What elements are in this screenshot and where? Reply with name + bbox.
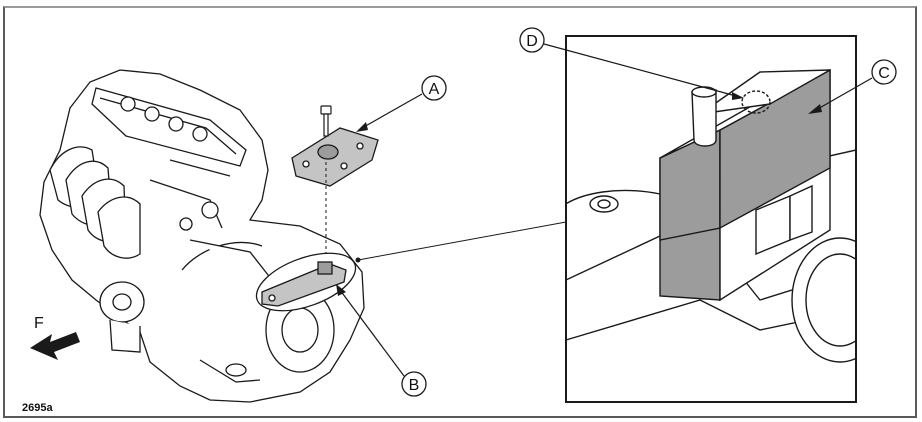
front-direction-arrow: F [30,315,80,360]
engine-mount-area-b [255,252,357,312]
callout-a-label: A [429,81,440,98]
callout-a: A [356,75,447,132]
figure-code: 2695a [22,402,53,414]
mount-bracket-a [291,127,379,187]
detail-inset [565,35,857,403]
callout-b-label: B [409,377,420,394]
callout-b: B [336,284,427,397]
callout-d: D [519,27,744,100]
direction-label: F [34,315,44,332]
engine-block-illustration [39,69,365,403]
callout-d-label: D [526,33,538,50]
callout-c: C [808,59,897,114]
detail-leader-line [355,221,567,263]
callout-c-label: C [878,65,890,82]
mount-bolt [320,105,332,137]
